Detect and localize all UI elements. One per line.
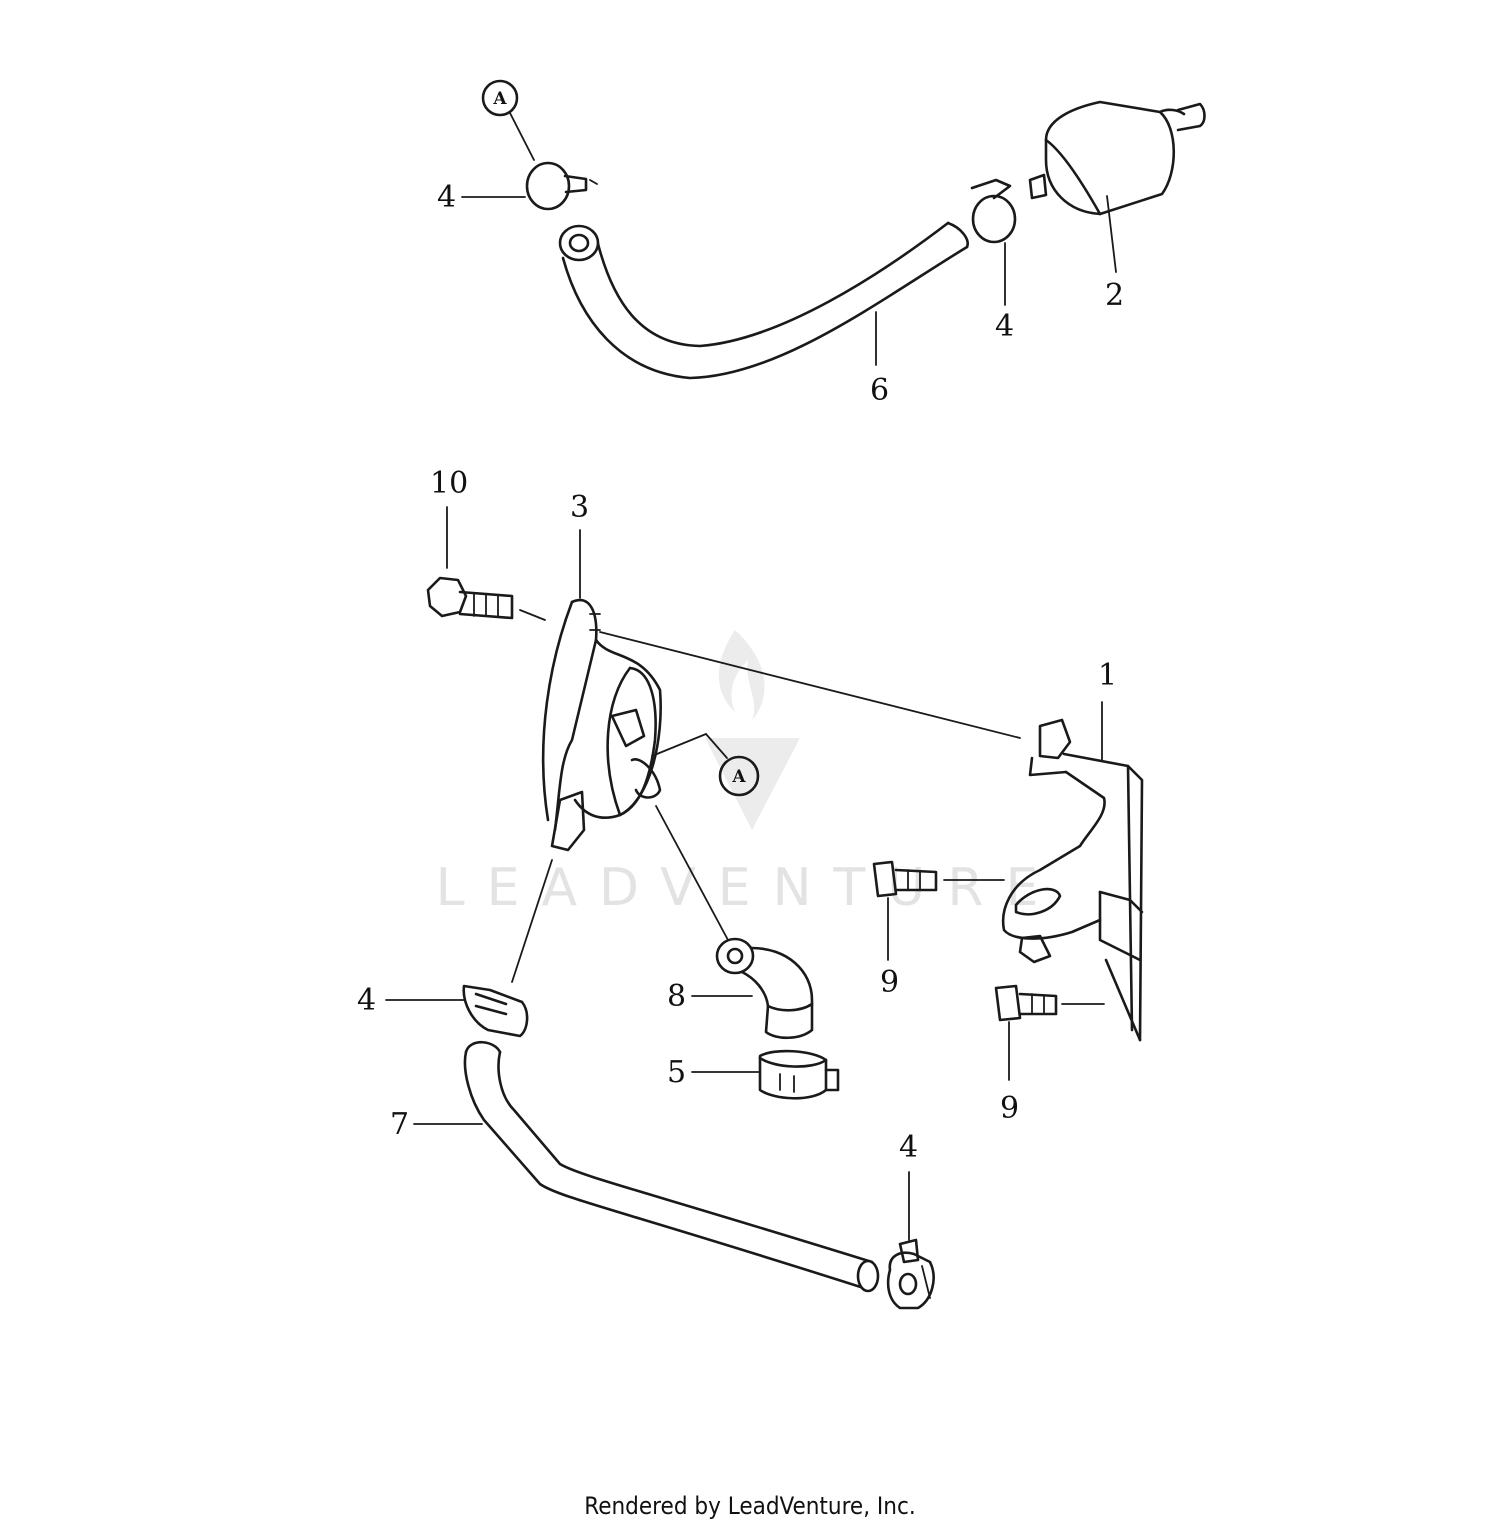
leader-pump-to-bracket xyxy=(599,631,1021,739)
hose-clamp-top-right xyxy=(970,178,1017,244)
watermark-text: LEADVENTURE xyxy=(436,858,1061,918)
fuel-hose-6 xyxy=(558,221,969,380)
callout-4-top-left: 4 xyxy=(437,180,456,215)
bolt-9-lower xyxy=(994,984,1105,1022)
mounting-bracket-1 xyxy=(1001,718,1144,1042)
elbow-hose-8 xyxy=(715,937,814,1040)
callout-3: 3 xyxy=(570,490,589,525)
svg-text:A: A xyxy=(492,89,507,109)
callout-10: 10 xyxy=(430,466,468,501)
fuel-filter-2 xyxy=(1028,100,1206,216)
callout-2: 2 xyxy=(1105,278,1124,313)
callout-4-mid-left: 4 xyxy=(357,983,376,1018)
fuel-hose-7 xyxy=(463,1040,880,1293)
bolt-10 xyxy=(426,576,546,621)
leader-pump-to-clamp xyxy=(511,859,553,983)
leader-2 xyxy=(1106,195,1117,273)
svg-text:A: A xyxy=(731,767,746,787)
hose-clamp-5 xyxy=(758,1049,840,1100)
hose-clamp-mid-left xyxy=(462,984,529,1038)
callout-4-top-right: 4 xyxy=(995,309,1014,344)
reference-marker-a-middle: A xyxy=(651,733,760,797)
footer-credit: Rendered by LeadVenture, Inc. xyxy=(584,1492,916,1520)
callout-5: 5 xyxy=(667,1055,686,1090)
callout-7: 7 xyxy=(390,1107,409,1142)
reference-marker-a-top: A xyxy=(481,79,535,161)
callout-8: 8 xyxy=(667,979,686,1014)
leader-pump-to-elbow xyxy=(655,805,729,941)
bolt-9-upper xyxy=(872,860,1005,898)
hose-clamp-top-left xyxy=(525,161,598,211)
callout-9-upper: 9 xyxy=(880,965,899,1000)
hose-clamp-bottom xyxy=(886,1238,935,1310)
callout-4-bottom: 4 xyxy=(899,1130,918,1165)
callout-6: 6 xyxy=(870,373,889,408)
callout-1: 1 xyxy=(1098,658,1117,693)
watermark: LEADVENTURE xyxy=(436,630,1061,918)
fuel-pump-3 xyxy=(541,598,662,852)
watermark-logo-icon xyxy=(705,630,800,830)
callout-9-lower: 9 xyxy=(1000,1091,1019,1126)
